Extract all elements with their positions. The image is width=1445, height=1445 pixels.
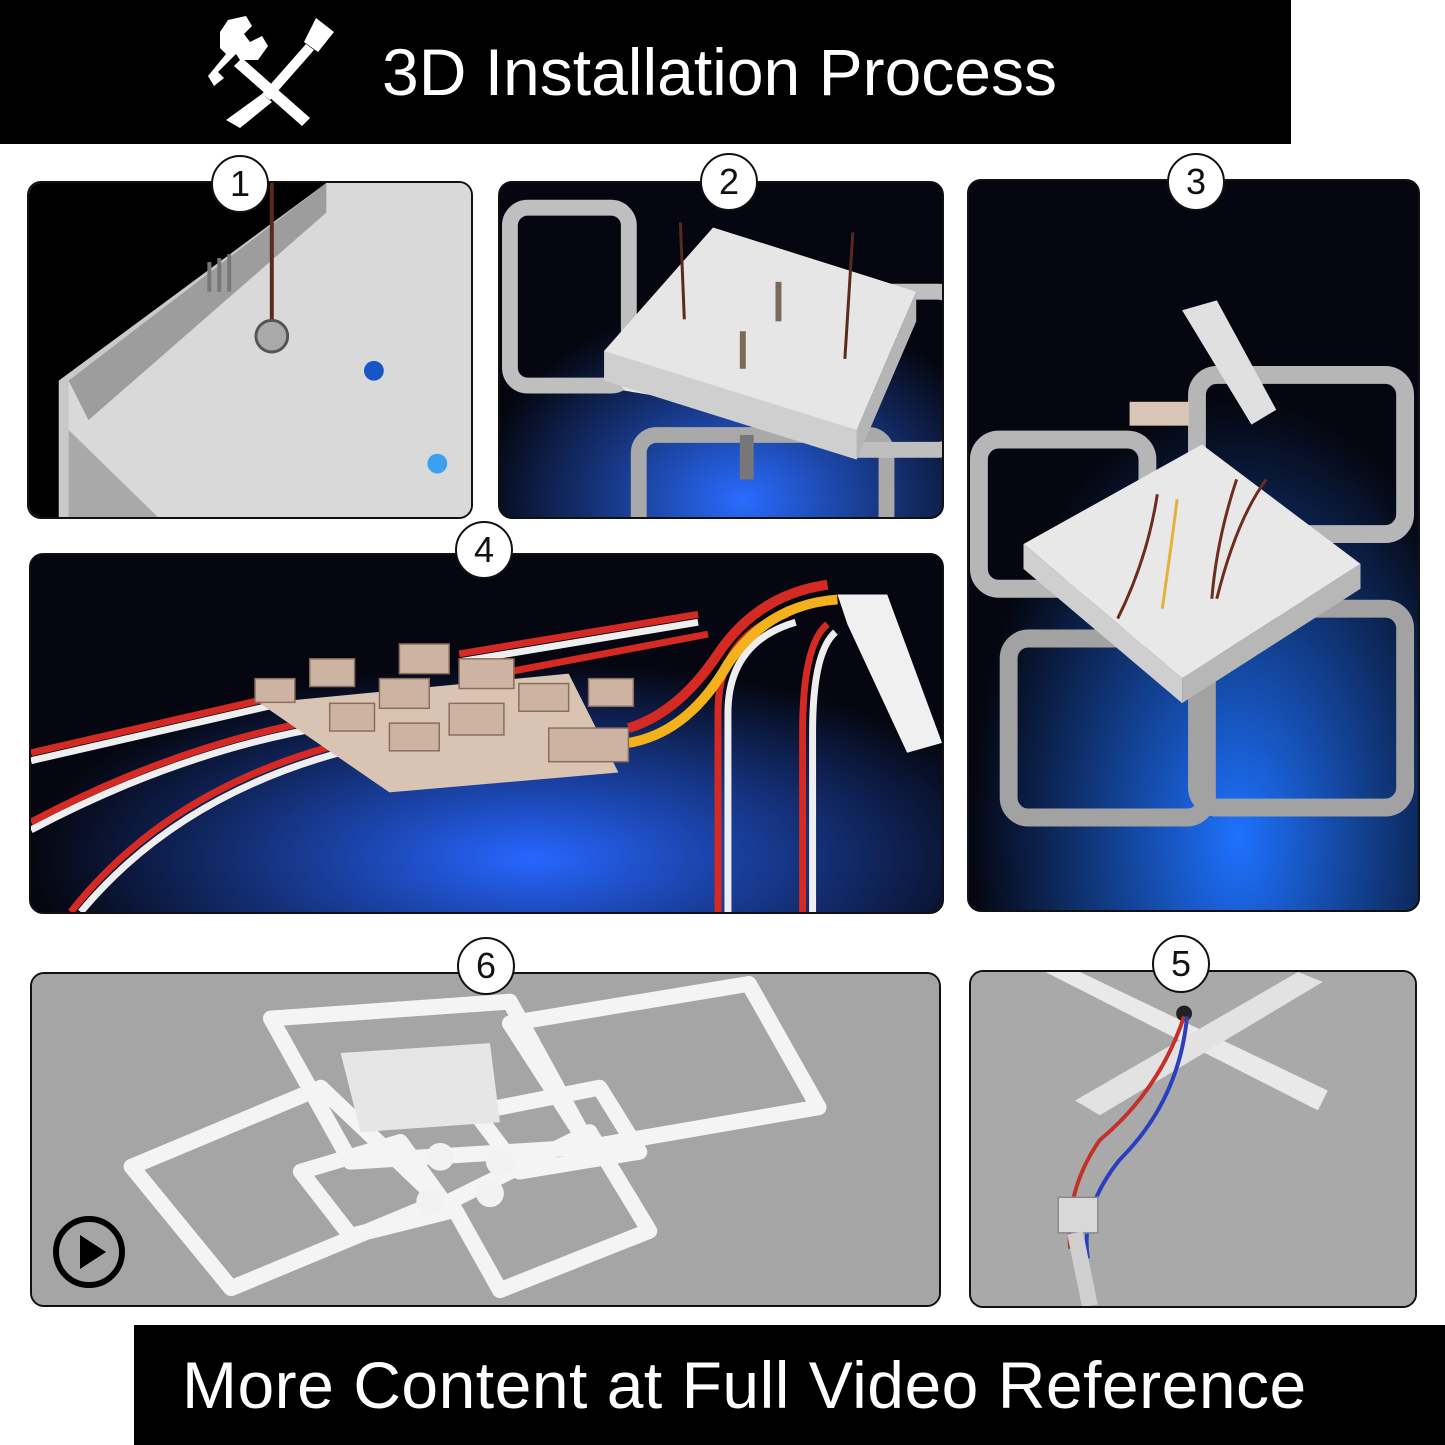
mounting-box-illustration [29,183,471,517]
connector-wiring-illustration [31,555,942,912]
wrench-screwdriver-icon [208,16,334,128]
page-title: 3D Installation Process [382,35,1057,109]
step-number-badge: 5 [1152,935,1210,993]
step-6-panel [30,972,941,1307]
step-number-badge: 6 [457,937,515,995]
driver-wiring-illustration [969,181,1418,910]
step-2-panel [498,181,944,519]
video-reference-caption: More Content at Full Video Reference [182,1348,1307,1422]
step-number-badge: 3 [1167,153,1225,211]
step-5-panel [969,970,1417,1308]
step-3-panel [967,179,1420,912]
step-number-badge: 1 [211,155,269,213]
step-1-panel [27,181,473,519]
box-frame-illustration [500,183,942,517]
play-icon[interactable] [52,1215,126,1289]
mounting-bracket-illustration [971,972,1415,1306]
finished-lamp-illustration [32,974,939,1305]
step-number-badge: 2 [700,153,758,211]
video-reference-banner: More Content at Full Video Reference [134,1325,1445,1445]
step-4-panel [29,553,944,914]
step-number-badge: 4 [455,521,513,579]
title-banner: 3D Installation Process [0,0,1291,144]
